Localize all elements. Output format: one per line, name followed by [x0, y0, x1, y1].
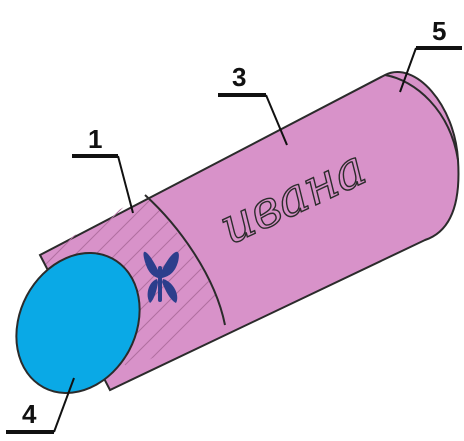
callout-4-number: 4 — [22, 399, 37, 429]
callout-5-number: 5 — [432, 16, 446, 46]
callout-1-number: 1 — [88, 124, 102, 154]
callout-4: 4 — [6, 377, 75, 434]
band-seam — [144, 194, 226, 326]
right-end-edge — [384, 74, 459, 161]
callout-3-leader — [265, 94, 288, 146]
butterfly-icon — [143, 251, 179, 303]
callout-5-leader — [399, 47, 417, 93]
callout-4-leader — [53, 377, 75, 433]
callout-3-number: 3 — [232, 62, 246, 92]
callout-3: 3 — [218, 62, 288, 146]
end-cap — [15, 252, 141, 394]
callout-1-leader — [117, 155, 134, 214]
callout-5: 5 — [399, 16, 462, 93]
callout-1: 1 — [72, 124, 134, 214]
